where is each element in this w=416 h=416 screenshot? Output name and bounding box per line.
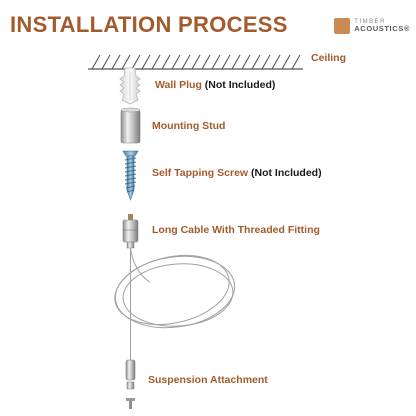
- self-tapping-screw-note: (Not Included): [251, 167, 322, 179]
- timber-logo-icon: [334, 18, 351, 34]
- brand-name: TIMBER ACOUSTICS®: [354, 19, 410, 33]
- cable-fitting-icon: [122, 214, 139, 249]
- suspension-attachment-icon: [125, 359, 136, 409]
- brand-logo: TIMBER ACOUSTICS®: [334, 18, 410, 34]
- self-tapping-screw-title: Self Tapping Screw: [152, 167, 249, 179]
- self-tapping-screw-icon: [122, 150, 139, 201]
- brand-name-bottom: ACOUSTICS®: [354, 25, 410, 33]
- cable-coil: [114, 247, 236, 360]
- page-title: INSTALLATION PROCESS: [10, 12, 288, 37]
- ceiling: [88, 54, 303, 70]
- wall-plug-icon: [119, 67, 141, 105]
- brand-name-bottom-text: ACOUSTICS: [354, 24, 404, 34]
- self-tapping-screw-label: Self Tapping Screw (Not Included): [152, 167, 322, 179]
- brand-registered-mark: ®: [403, 24, 410, 34]
- wall-plug-note: (Not Included): [204, 79, 276, 91]
- mounting-stud-icon: [120, 107, 141, 144]
- wall-plug-label: Wall Plug (Not Included): [155, 79, 275, 91]
- suspension-attachment-label: Suspension Attachment: [148, 374, 268, 386]
- brand-name-top: TIMBER: [354, 19, 386, 26]
- mounting-stud-label: Mounting Stud: [152, 120, 226, 132]
- wall-plug-title: Wall Plug: [155, 79, 202, 91]
- ceiling-hatching: [91, 54, 301, 70]
- ceiling-label: Ceiling: [311, 52, 347, 64]
- long-cable-label: Long Cable With Threaded Fitting: [152, 224, 320, 236]
